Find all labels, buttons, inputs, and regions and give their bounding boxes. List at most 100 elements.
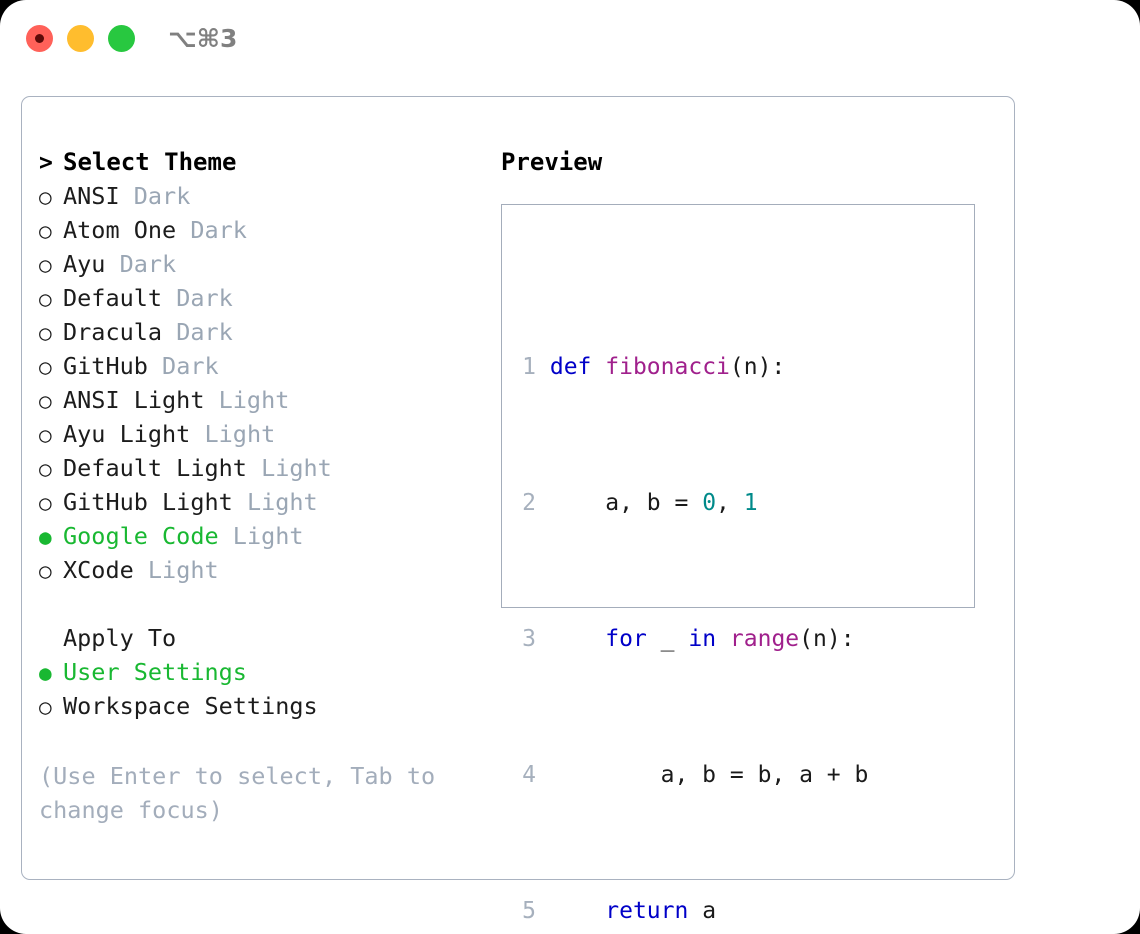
token-plain: a, b = b, a + b [549, 762, 869, 788]
section-spacer [39, 587, 479, 621]
token-number: 1 [743, 490, 758, 516]
code-line: 5 return a [514, 894, 896, 928]
theme-item-github-light[interactable]: ○ GitHub Light Light [39, 485, 479, 519]
radio-unselected-icon: ○ [39, 423, 52, 447]
preview-title-label: Preview [501, 148, 603, 176]
theme-item-xcode[interactable]: ○XCode Light [39, 553, 479, 587]
line-number: 3 [522, 626, 536, 652]
line-number: 4 [522, 762, 536, 788]
theme-item-default-light[interactable]: ○ Default Light Light [39, 451, 479, 485]
apply-to-item-label: User Settings [63, 658, 247, 686]
theme-item-label: ANSI Light [63, 386, 205, 414]
line-number: 1 [522, 354, 536, 380]
theme-item-variant-label: Dark [162, 352, 219, 380]
theme-item-ansi-light[interactable]: ○ ANSI Light Light [39, 383, 479, 417]
theme-item-variant-label: Light [218, 386, 290, 414]
theme-item-label: Ayu Light [63, 420, 191, 448]
theme-item-variant-label: Dark [133, 182, 191, 210]
keyboard-hint-text: (Use Enter to select, Tab to change focu… [39, 762, 436, 824]
token-plain: , [716, 490, 744, 516]
theme-item-github-dark[interactable]: ○ GitHub Dark [39, 349, 479, 383]
theme-item-label: Default Light [63, 454, 247, 482]
radio-unselected-icon: ○ [39, 321, 52, 345]
code-line: 3 for _ in range(n): [514, 622, 896, 656]
theme-item-variant-label: Light [232, 522, 304, 550]
token-plain [550, 626, 605, 652]
line-number: 2 [522, 490, 536, 516]
radio-unselected-icon: ○ [39, 695, 52, 719]
focus-caret-icon: > [39, 150, 53, 176]
theme-item-label: ANSI [63, 182, 120, 210]
theme-item-label: GitHub Light [63, 488, 233, 516]
radio-unselected-icon: ○ [39, 253, 52, 277]
radio-unselected-icon: ○ [39, 287, 52, 311]
theme-item-variant-label: Dark [190, 216, 247, 244]
apply-to-workspace-settings[interactable]: ○ Workspace Settings [39, 689, 479, 723]
token-plain [550, 898, 605, 924]
theme-item-variant-label: Light [246, 488, 318, 516]
theme-item-ayu-light[interactable]: ○ Ayu Light Light [39, 417, 479, 451]
preview-panel: Preview 1 def fibonacci(n): 2 a, b = 0, … [501, 145, 991, 924]
window-controls [26, 25, 135, 52]
preview-box: 1 def fibonacci(n): 2 a, b = 0, 1 3 for … [501, 204, 975, 924]
apply-to-header: Apply To [39, 621, 479, 655]
token-plain: _ [646, 626, 689, 652]
code-sample: 1 def fibonacci(n): 2 a, b = 0, 1 3 for … [514, 248, 896, 934]
theme-item-label: XCode [63, 556, 134, 584]
theme-item-variant-label: Dark [176, 284, 233, 312]
code-line: 4 a, b = b, a + b [514, 758, 896, 792]
theme-item-google-code[interactable]: ● Google Code Light [39, 519, 479, 553]
token-keyword: def [549, 354, 592, 380]
token-function: range [729, 626, 800, 652]
theme-item-label: Google Code [63, 522, 219, 550]
close-inner-dot-icon [35, 34, 44, 43]
title-bar: ⌥⌘3 [0, 0, 1140, 80]
theme-item-label: Dracula [63, 318, 163, 346]
theme-item-variant-label: Dark [119, 250, 177, 278]
radio-selected-icon: ● [39, 525, 52, 549]
line-number: 5 [522, 898, 536, 924]
theme-item-variant-label: Light [261, 454, 332, 482]
radio-selected-icon: ● [39, 661, 52, 685]
theme-item-ansi-dark[interactable]: ○ ANSI Dark [39, 179, 479, 213]
theme-item-variant-label: Light [204, 420, 276, 448]
theme-item-default-dark[interactable]: ○ Default Dark [39, 281, 479, 315]
close-button-icon[interactable] [26, 25, 53, 52]
apply-to-item-label: Workspace Settings [63, 692, 318, 720]
token-plain: (n): [729, 354, 786, 380]
token-number: 0 [702, 490, 717, 516]
select-theme-header-label: Select Theme [63, 148, 237, 176]
theme-item-variant-label: Dark [176, 318, 233, 346]
token-keyword: for [605, 626, 647, 652]
token-plain: a, b = [549, 490, 703, 516]
radio-unselected-icon: ○ [39, 491, 52, 515]
theme-item-variant-label: Light [147, 556, 219, 584]
token-keyword: return [605, 898, 689, 924]
theme-item-atom-one-dark[interactable]: ○Atom One Dark [39, 213, 479, 247]
apply-to-header-label: Apply To [63, 624, 177, 652]
apply-to-user-settings[interactable]: ● User Settings [39, 655, 479, 689]
code-line: 1 def fibonacci(n): [514, 350, 896, 384]
token-function: fibonacci [605, 354, 730, 380]
radio-unselected-icon: ○ [39, 185, 52, 209]
theme-selector-list: >Select Theme ○ANSI Dark ○Atom One Dark … [39, 145, 479, 723]
maximize-button-icon[interactable] [108, 25, 135, 52]
theme-item-label: Ayu [63, 250, 106, 278]
theme-item-ayu-dark[interactable]: ○ Ayu Dark [39, 247, 479, 281]
radio-unselected-icon: ○ [39, 355, 52, 379]
token-plain: (n): [799, 626, 855, 652]
theme-item-label: Default [63, 284, 163, 312]
theme-item-variant [120, 182, 134, 210]
theme-item-dracula-dark[interactable]: ○ Dracula Dark [39, 315, 479, 349]
content-panel: >Select Theme ○ANSI Dark ○Atom One Dark … [21, 96, 1015, 924]
theme-item-label: Atom One [63, 216, 177, 244]
token-plain: a [688, 898, 717, 924]
keyboard-shortcut-label: ⌥⌘3 [168, 24, 238, 53]
token-keyword: in [688, 626, 717, 652]
select-theme-header: > Select Theme [39, 145, 479, 179]
radio-unselected-icon: ○ [39, 457, 52, 481]
radio-unselected-icon: ○ [39, 389, 52, 413]
minimize-button-icon[interactable] [67, 25, 94, 52]
theme-item-label: GitHub [63, 352, 148, 380]
